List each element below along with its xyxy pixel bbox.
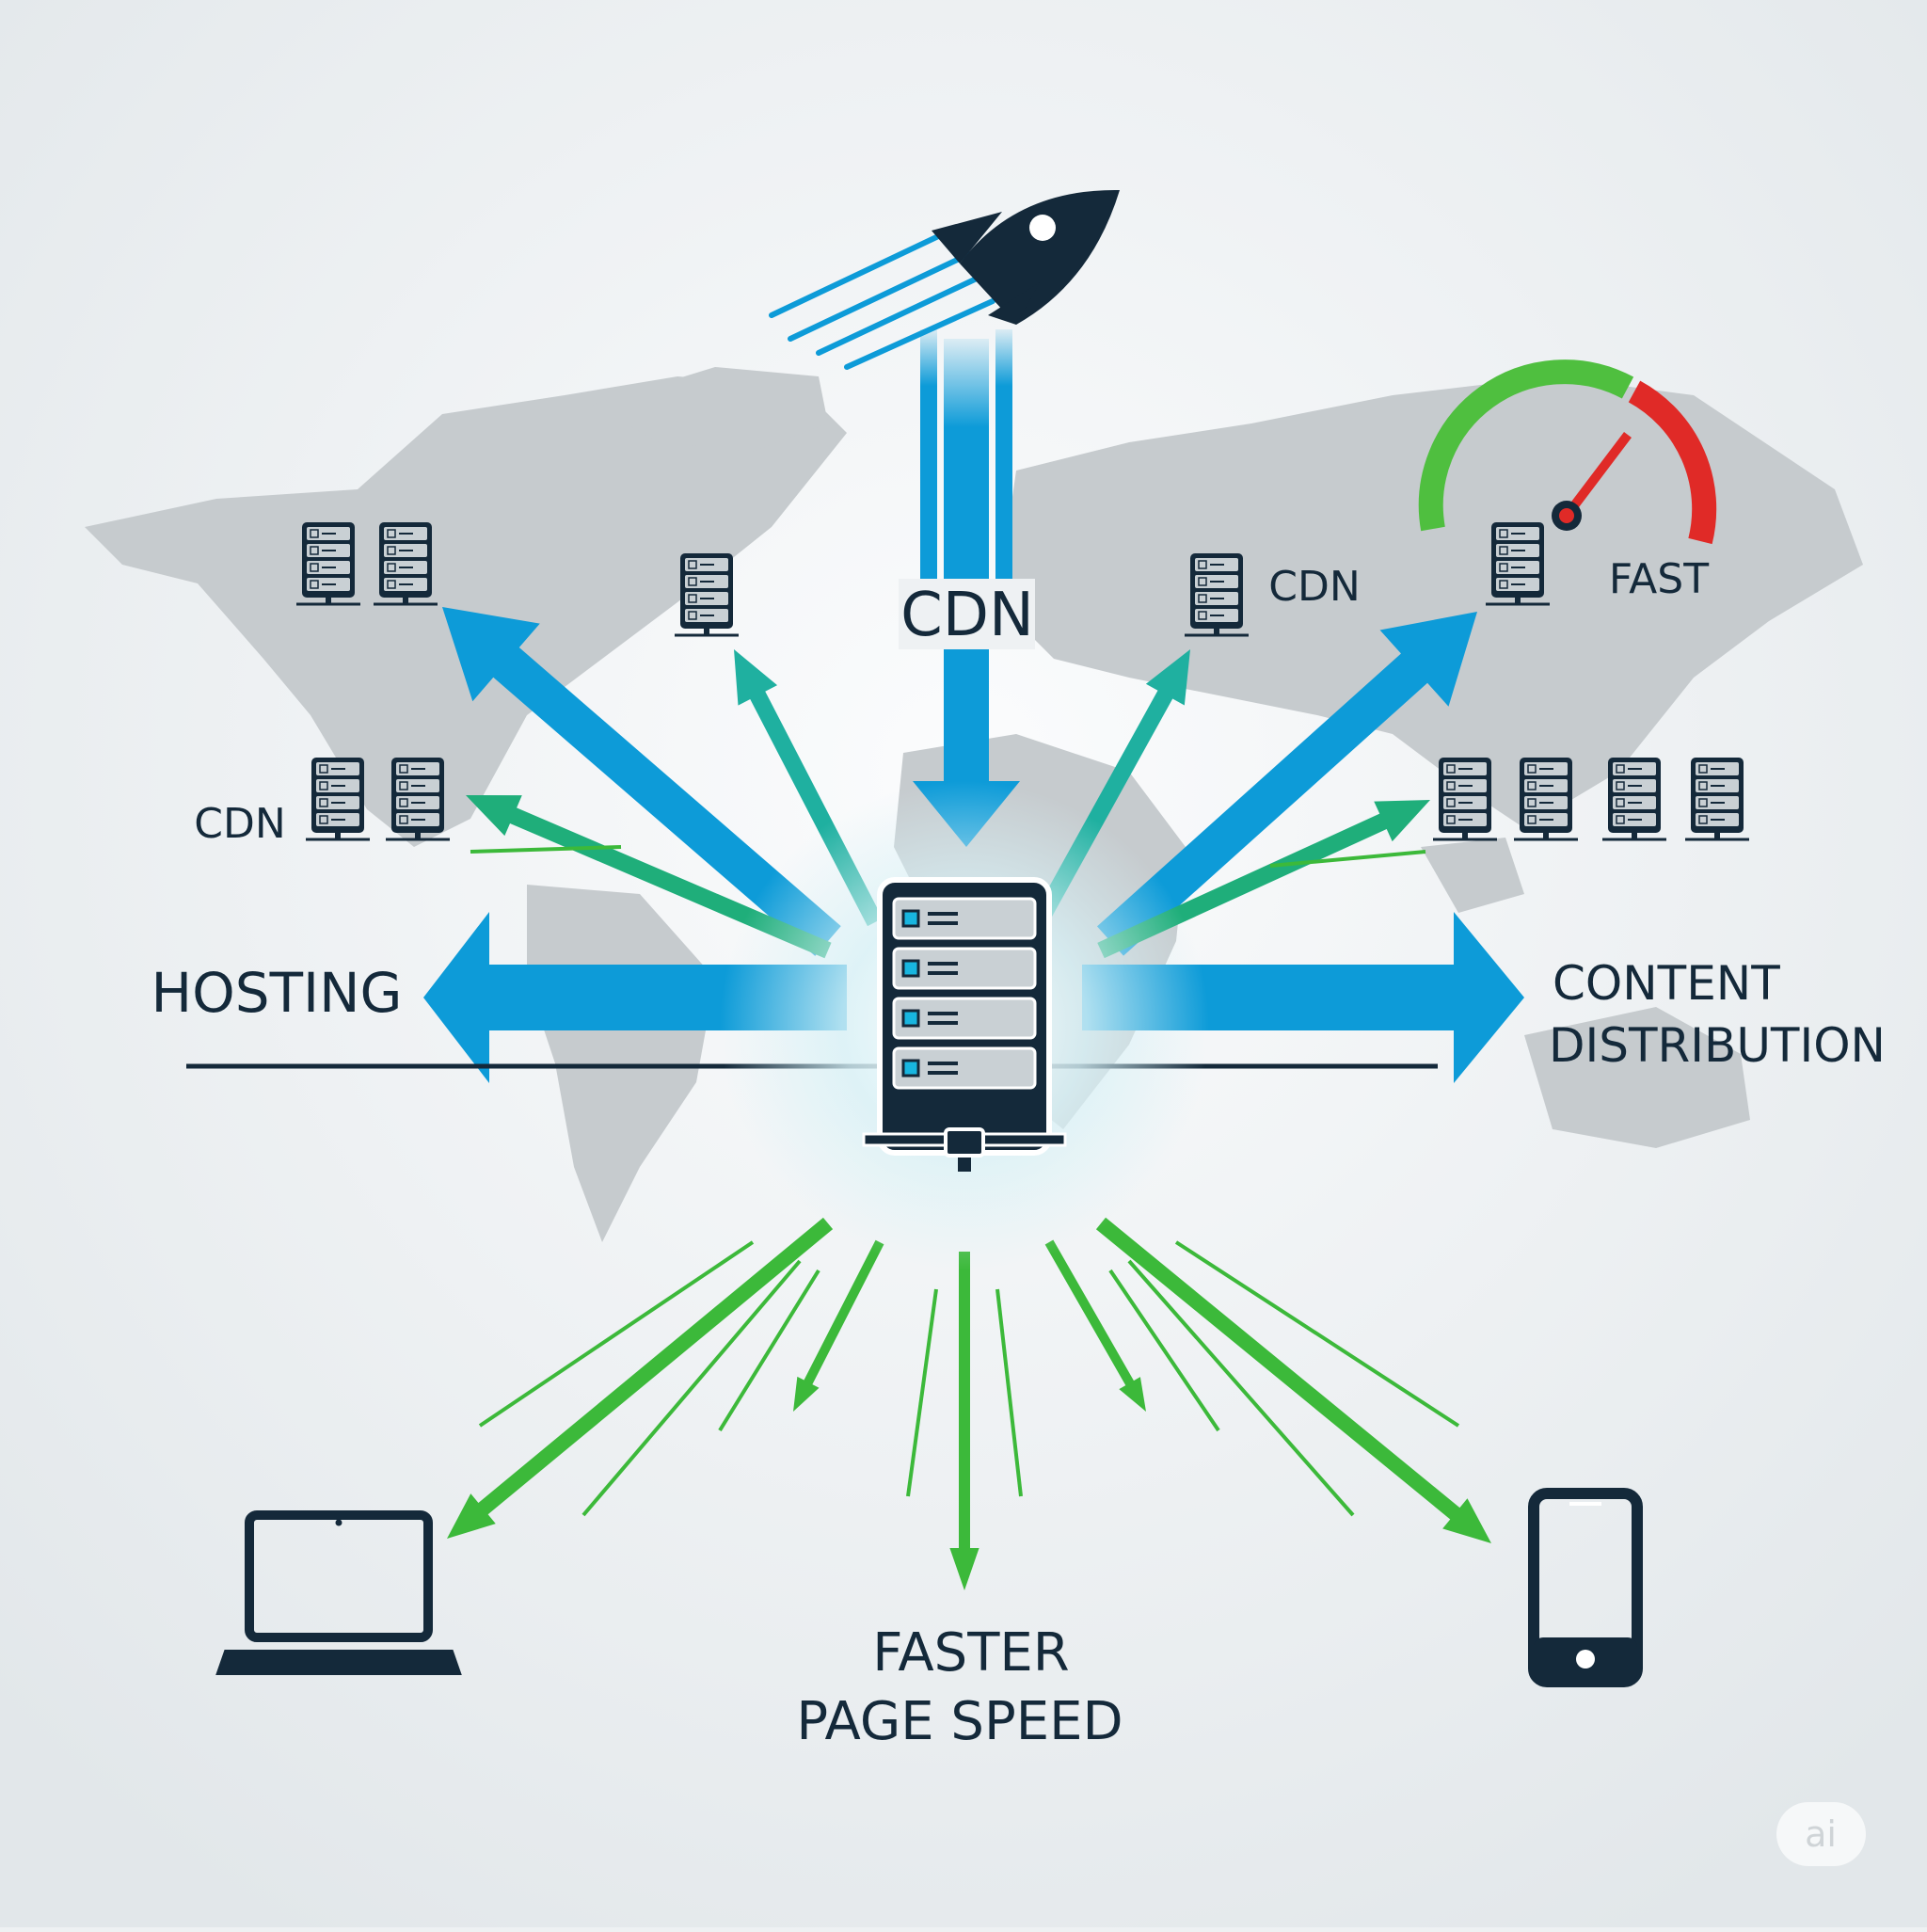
server-slot [892, 897, 1037, 940]
speed-line [581, 1259, 802, 1517]
arrow-to-mexico [466, 795, 832, 959]
cdn-server-icon [1185, 553, 1249, 637]
cdn-server-icon [306, 758, 370, 841]
hosting-arrow [423, 912, 847, 1083]
arrow-down-right [1044, 1239, 1146, 1412]
distribution-label: DISTRIBUTION [1549, 1018, 1886, 1073]
server-slot [892, 997, 1037, 1040]
speed-line [995, 1288, 1023, 1497]
faster-label: FASTER [872, 1622, 1069, 1684]
cdn-server-icon [675, 553, 739, 637]
speed-line [1108, 1269, 1220, 1432]
arrow-to-page-speed [949, 1252, 979, 1590]
rocket-icon [769, 189, 1120, 370]
cdn-server-icon [374, 522, 438, 606]
cdn-server-icon [1602, 758, 1666, 841]
arrows-layer [423, 607, 1524, 1590]
cdn-servers [296, 522, 1749, 841]
beam-right [995, 329, 1012, 612]
speed-line [478, 1240, 755, 1428]
arrow-to-phone [1095, 1217, 1491, 1543]
server-led-icon [901, 959, 920, 978]
content-distribution-arrow [1082, 912, 1524, 1083]
main-server-icon [862, 877, 1067, 1172]
cdn-down-arrow-shaft [944, 339, 989, 781]
page-speed-label: PAGE SPEED [796, 1691, 1123, 1752]
speed-line [1174, 1240, 1460, 1428]
cdn-label-bg [899, 579, 1035, 649]
arrow-to-laptop [447, 1217, 834, 1539]
server-led-icon [901, 1009, 920, 1028]
cdn-server-icon [1433, 758, 1497, 841]
smartphone-icon [1528, 1488, 1643, 1687]
speed-line [718, 1269, 820, 1432]
arrow-to-north-america [442, 607, 841, 956]
beam-left [920, 329, 937, 612]
server-slot [892, 1046, 1037, 1090]
content-label: CONTENT [1553, 956, 1780, 1011]
speed-line [470, 845, 622, 854]
server-slot [892, 947, 1037, 990]
speedometer-icon [1418, 359, 1717, 545]
cdn-top-label: CDN [900, 581, 1034, 650]
cdn-server-icon [1486, 522, 1550, 606]
watermark-text: ai [1805, 1813, 1837, 1855]
hosting-label: HOSTING [151, 961, 403, 1025]
cdn-right-label: CDN [1268, 563, 1361, 611]
speed-line [906, 1288, 938, 1497]
watermark-badge: ai [1776, 1802, 1866, 1866]
fast-label: FAST [1609, 555, 1709, 603]
cdn-server-icon [1514, 758, 1578, 841]
server-led-icon [901, 1059, 920, 1078]
arrow-down-left [793, 1239, 884, 1412]
cdn-server-icon [1685, 758, 1749, 841]
cdn-server-icon [386, 758, 450, 841]
speed-line [1127, 1259, 1355, 1517]
speed-line [1269, 850, 1426, 868]
arrow-to-asia [1096, 612, 1477, 956]
laptop-icon [215, 1510, 462, 1675]
server-led-icon [901, 909, 920, 928]
cdn-left-label: CDN [194, 800, 286, 848]
cdn-server-icon [296, 522, 360, 606]
